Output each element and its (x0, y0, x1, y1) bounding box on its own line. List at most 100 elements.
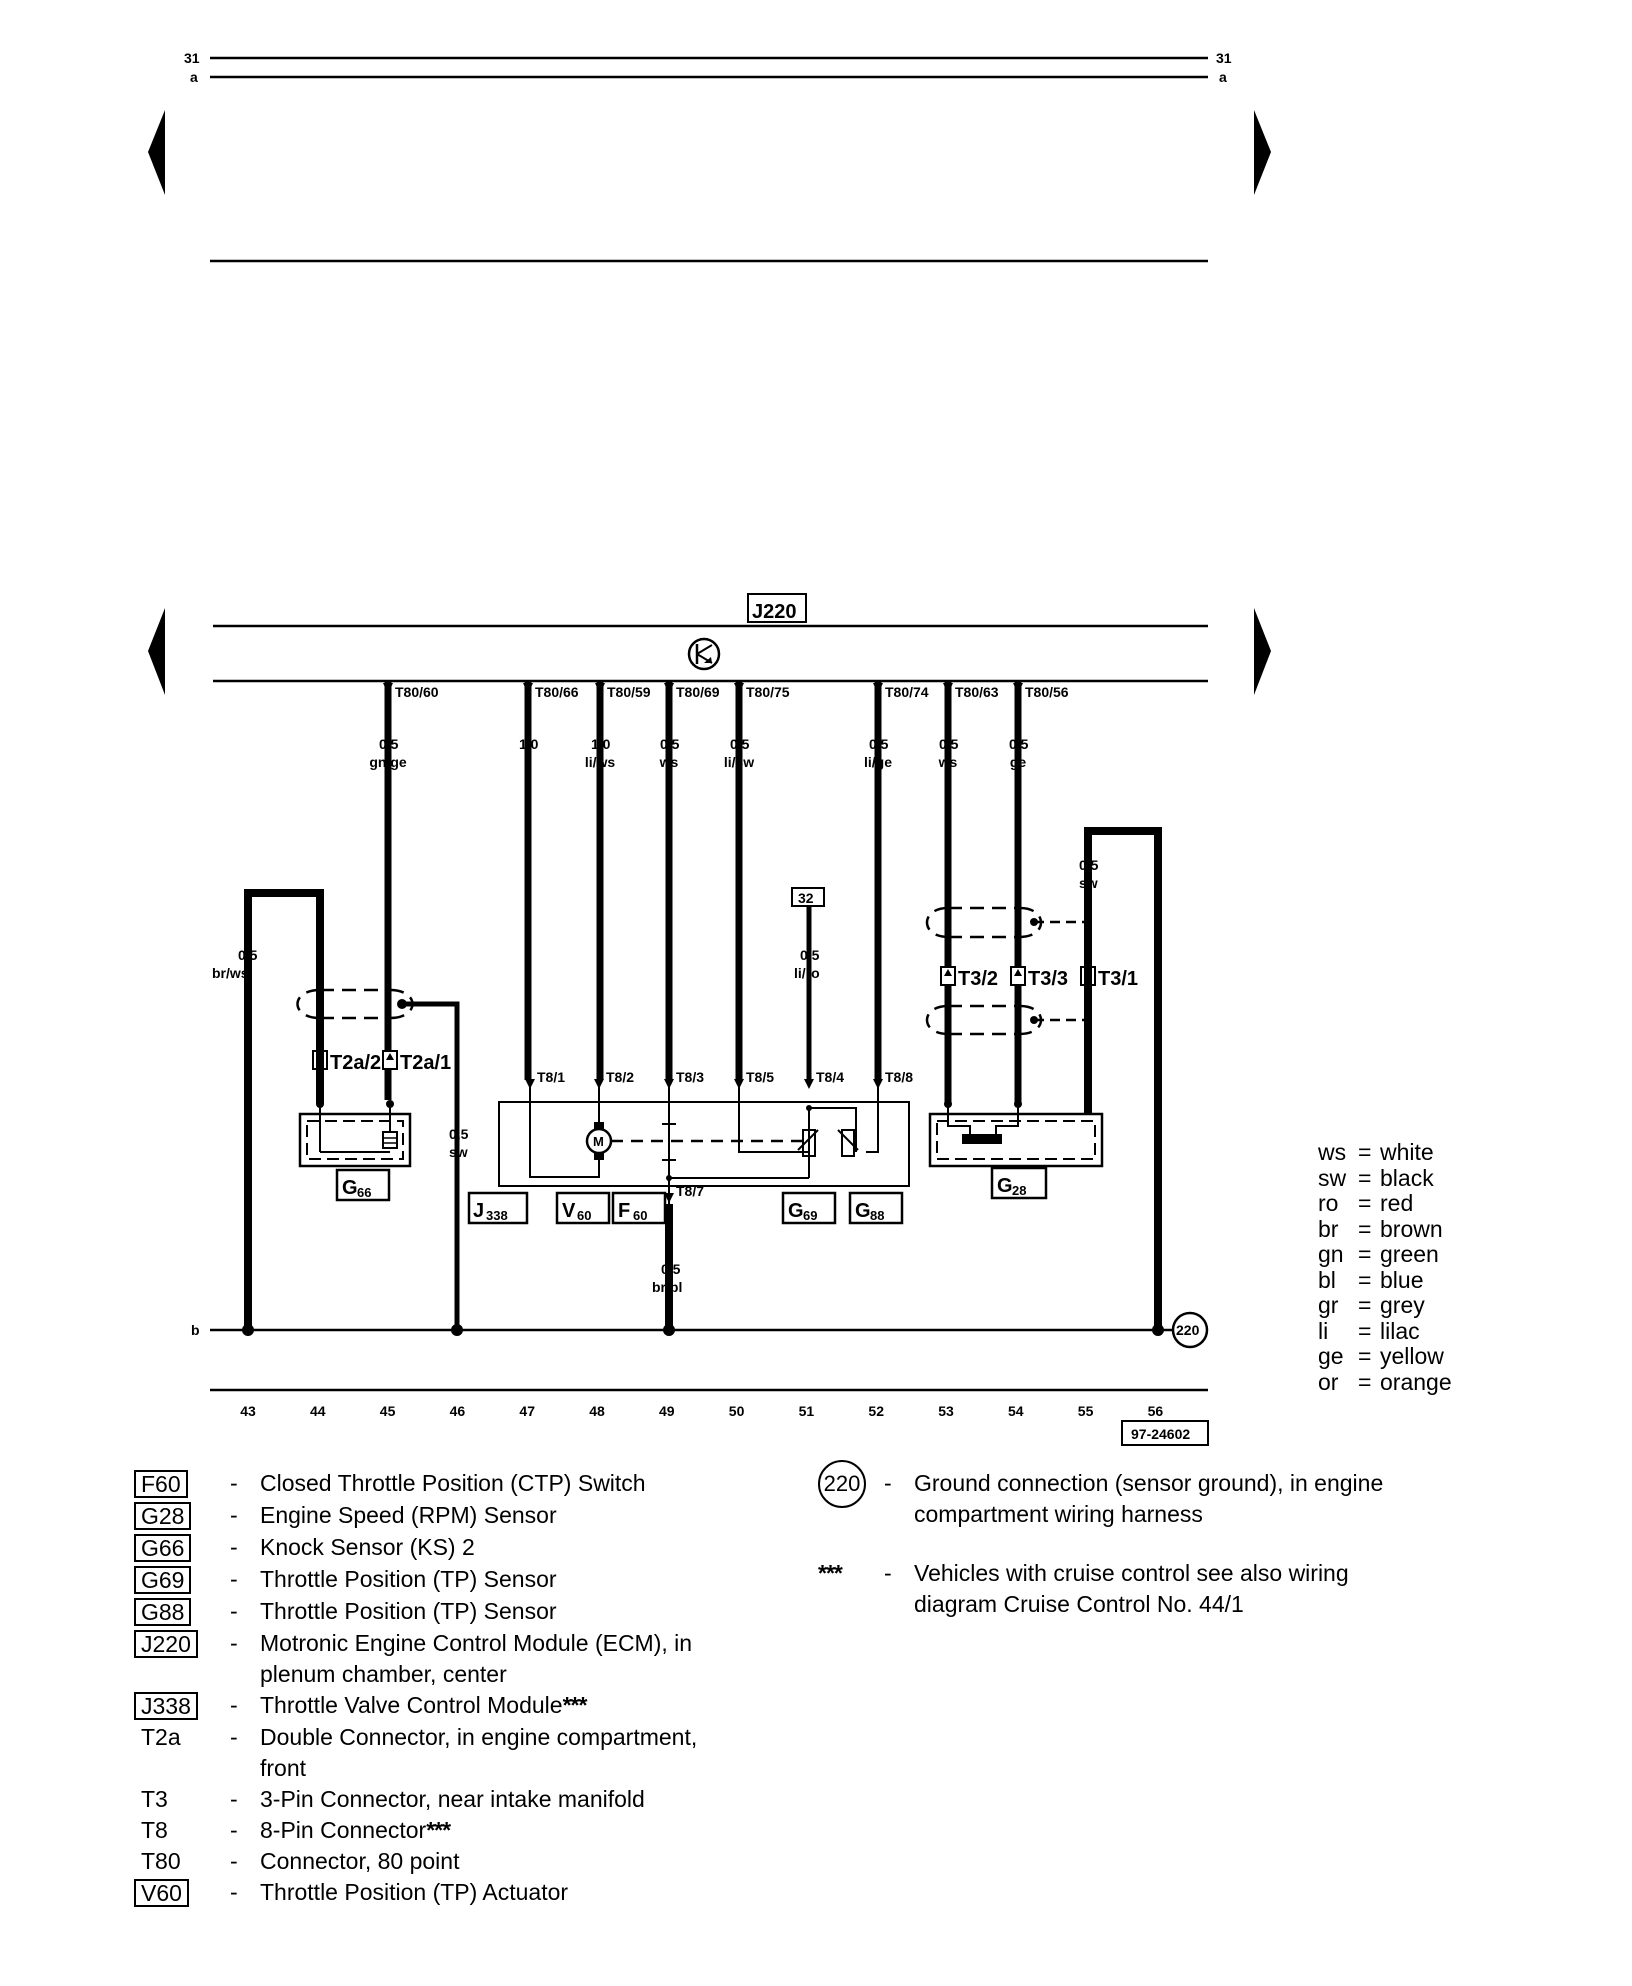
color-name: yellow (1380, 1343, 1444, 1369)
color-code-row: bl=blue (1318, 1266, 1452, 1294)
equals-sign: = (1358, 1343, 1372, 1369)
connector-label: T8/8 (885, 1069, 913, 1085)
g69-label-sub: 69 (803, 1208, 817, 1223)
wire-pin-label: T80/63 (955, 684, 999, 700)
note-dash: - (884, 1470, 892, 1496)
next-page-arrow-top[interactable] (1254, 110, 1271, 195)
equals-sign: = (1358, 1241, 1372, 1267)
color-name: blue (1380, 1266, 1424, 1293)
color-code-row: ws=white (1318, 1139, 1452, 1166)
equals-sign: = (1358, 1266, 1372, 1293)
legend-stars: *** (562, 1692, 588, 1718)
equals-sign: = (1358, 1368, 1372, 1395)
wire-pin-label: T80/74 (885, 684, 929, 700)
track-number: 52 (868, 1403, 884, 1419)
connector-label: T3/1 (1098, 968, 1138, 990)
ground-point-220: 220 (1176, 1322, 1200, 1338)
wire-pin-label: T80/60 (395, 684, 439, 700)
diagram-id: 97-24602 (1131, 1426, 1190, 1442)
color-code: li (1318, 1317, 1329, 1344)
legend-code: G69 (134, 1566, 192, 1594)
legend-dash: - (230, 1879, 238, 1905)
legend-row: T80-Connector, 80 point (134, 1846, 734, 1877)
ground-rail-label: b (191, 1322, 200, 1338)
ecm-j220: J220 (213, 593, 1208, 683)
wire-gauge: 0,5 (1009, 736, 1029, 752)
ground-rail-b: b 220 (191, 1311, 1209, 1349)
legend-code: T2a (141, 1724, 181, 1750)
color-code: br (1318, 1215, 1339, 1242)
color-name: black (1380, 1164, 1434, 1191)
g28-wiring: 0,5 sw (925, 827, 1162, 1330)
g66-wiring: 0,5 br/ws 0,5 sw (212, 889, 469, 1330)
legend-dash: - (230, 1598, 238, 1624)
equals-sign: = (1358, 1139, 1372, 1165)
fuse-feed-gauge: 0,5 (800, 947, 820, 963)
ecm-label: J220 (752, 601, 797, 623)
legend-row: J220-Motronic Engine Control Module (ECM… (134, 1628, 734, 1690)
color-code-row: ro=red (1318, 1190, 1452, 1217)
note-desc: Vehicles with cruise control see also wi… (914, 1560, 1349, 1617)
j338-label-sub: 338 (486, 1208, 508, 1223)
legend-desc: Throttle Position (TP) Sensor (260, 1566, 557, 1592)
color-code-row: gr=grey (1318, 1292, 1452, 1319)
legend-code: T80 (141, 1848, 181, 1874)
wire-color: ge (1010, 754, 1027, 770)
wire-T80-63: T80/630,5ws (938, 681, 999, 1104)
wire-gauge: 1,0 (519, 736, 539, 752)
wire-color: li/ws (585, 754, 616, 770)
wire-pin-label: T80/75 (746, 684, 790, 700)
wire-color: gn/ge (369, 754, 407, 770)
wire-color: li/ge (864, 754, 892, 770)
legend-row: G28-Engine Speed (RPM) Sensor (134, 1500, 734, 1532)
legend-code: T3 (141, 1786, 168, 1812)
legend-desc: Throttle Valve Control Module (260, 1692, 563, 1718)
legend-dash: - (230, 1817, 238, 1843)
component-g69: G 69 (781, 1191, 837, 1225)
legend-row: V60-Throttle Position (TP) Actuator (134, 1877, 734, 1909)
rail-a-right: a (1219, 69, 1227, 85)
track-number: 45 (380, 1403, 396, 1419)
track-number: 48 (589, 1403, 605, 1419)
note-stars: *** (818, 1560, 843, 1586)
g66-label-sub: 66 (357, 1185, 371, 1200)
legend-row: J338-Throttle Valve Control Module*** (134, 1690, 734, 1722)
legend-code: J220 (134, 1630, 198, 1658)
wire-T80-66: T80/661,0li (519, 681, 579, 1080)
track-number: 43 (240, 1403, 256, 1419)
wire-T80-59: T80/591,0li/ws (585, 681, 651, 1080)
g66-shield-color: sw (449, 1144, 468, 1160)
legend-desc: Double Connector, in engine compartment,… (260, 1724, 698, 1781)
prev-page-arrow-top[interactable] (148, 110, 165, 195)
component-j338: J 338 (467, 1191, 529, 1225)
color-code-row: gn=green (1318, 1241, 1452, 1268)
f60-label-main: F (618, 1200, 630, 1222)
color-code-row: br=brown (1318, 1215, 1452, 1243)
legend-dash: - (230, 1786, 238, 1812)
connector-t3-3: T3/3 (1010, 966, 1068, 990)
wire-pin-label: T80/59 (607, 684, 651, 700)
next-page-arrow-bottom[interactable] (1254, 608, 1271, 695)
legend-code: G88 (134, 1598, 192, 1626)
wire-pin-label: T80/66 (535, 684, 579, 700)
connector-label: T8/4 (816, 1069, 844, 1085)
equals-sign: = (1358, 1164, 1372, 1191)
component-f60: F 60 (611, 1191, 667, 1225)
wire-color: ws (659, 754, 679, 770)
connector-label: T8/1 (537, 1069, 565, 1085)
wire-color: li/sw (724, 754, 754, 770)
color-code: ro (1318, 1190, 1339, 1216)
g69-label-main: G (788, 1200, 804, 1222)
wire-gauge: 0,5 (660, 736, 680, 752)
legend-row: T8-8-Pin Connector*** (134, 1815, 734, 1846)
component-g28: G 28 (990, 1166, 1048, 1200)
wire-gauge: 0,5 (939, 736, 959, 752)
wire-T80-69: T80/690,5ws (659, 681, 720, 1080)
legend-stars: *** (426, 1817, 451, 1843)
fuse-feed-color: li/ro (794, 965, 820, 981)
prev-page-arrow-bottom[interactable] (148, 608, 165, 695)
equals-sign: = (1358, 1292, 1372, 1318)
legend-desc: Engine Speed (RPM) Sensor (260, 1502, 557, 1528)
g28-label-sub: 28 (1012, 1183, 1026, 1198)
